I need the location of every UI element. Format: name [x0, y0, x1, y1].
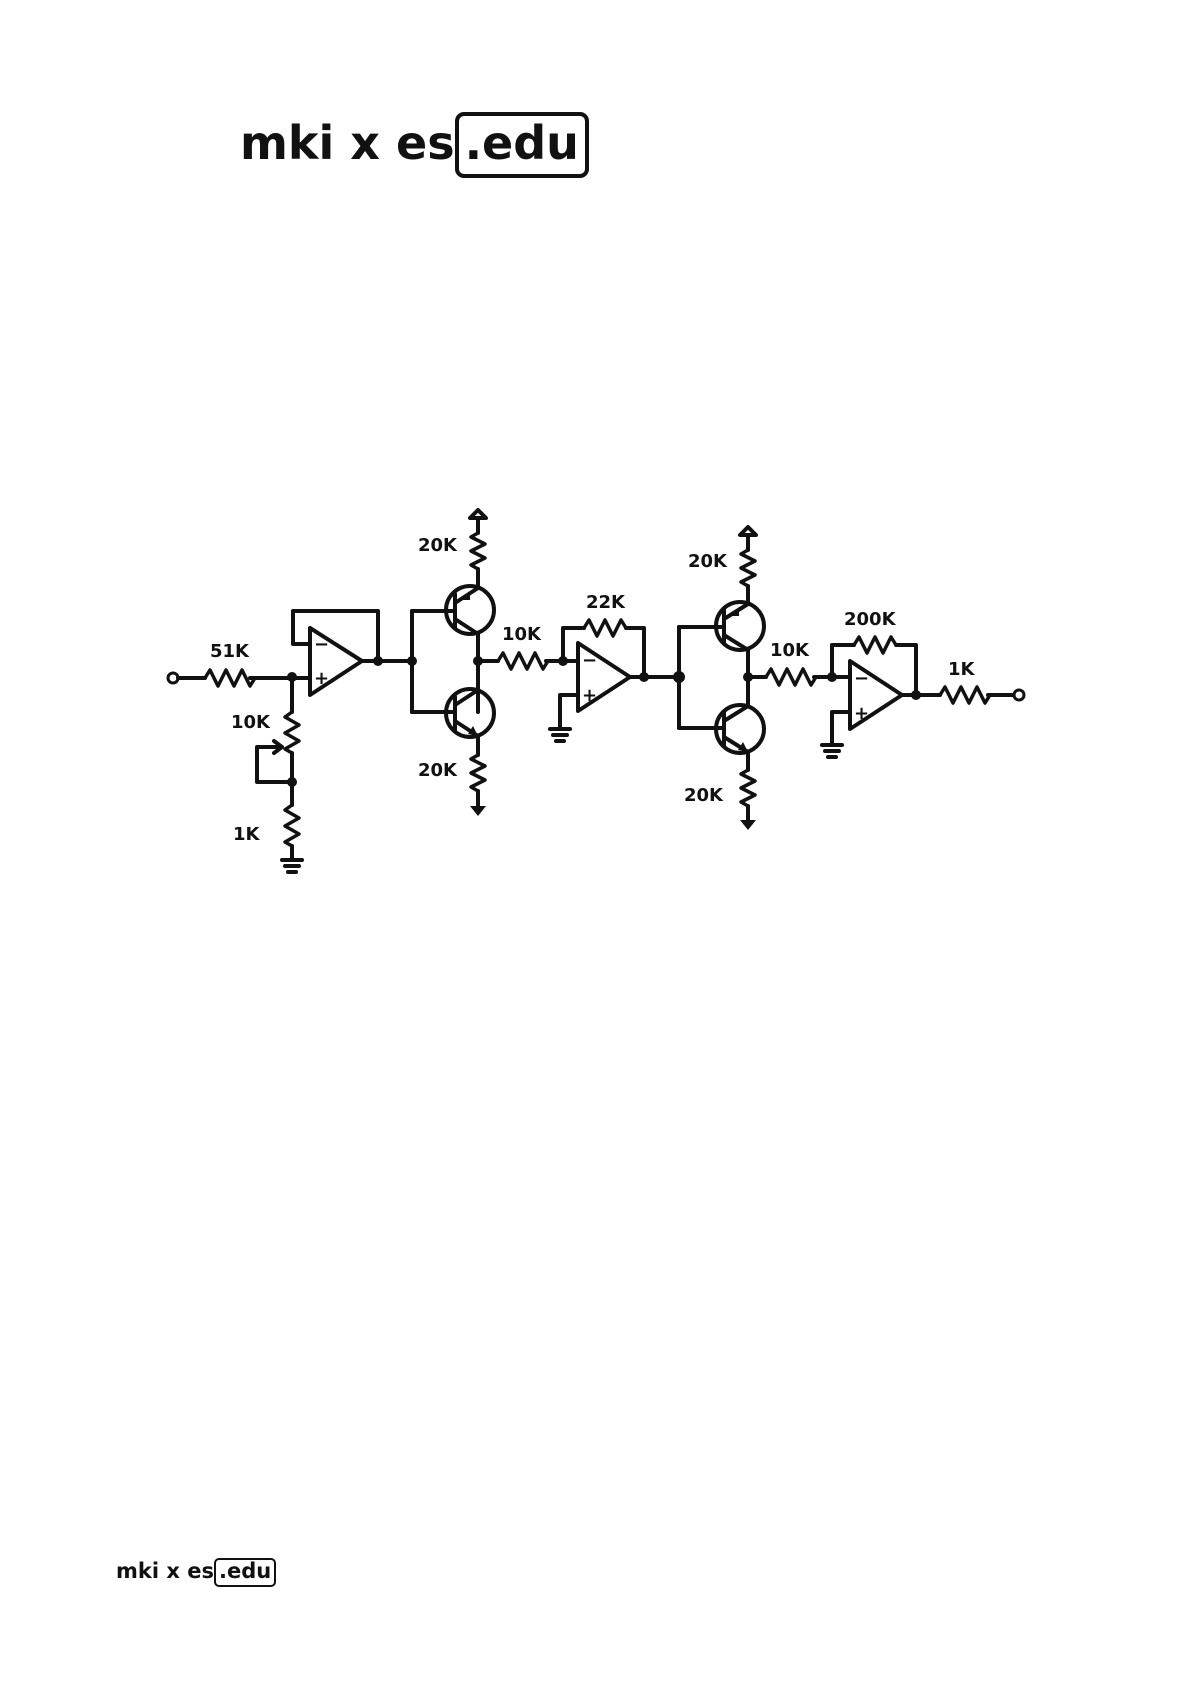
resistor-stage2-in	[498, 653, 548, 669]
label-r-input: 51K	[210, 641, 250, 662]
junction	[373, 656, 383, 666]
resistor-output	[940, 687, 990, 703]
resistor-stage3-in	[766, 669, 816, 685]
opamp-3-plus: +	[854, 703, 869, 724]
resistor-q1-top	[471, 533, 485, 569]
resistor-input	[205, 670, 255, 686]
footer-logo-boxed-text: .edu	[214, 1558, 276, 1587]
label-r-q1-bottom: 20K	[418, 760, 458, 781]
label-r-ground: 1K	[233, 824, 261, 845]
opamp-1-plus: +	[314, 668, 329, 689]
resistor-stage2-fb	[584, 620, 626, 636]
feedback-1	[293, 611, 378, 661]
label-r-q2-top: 20K	[688, 551, 728, 572]
footer-logo: mki x es.edu	[116, 1558, 276, 1587]
junction	[911, 690, 921, 700]
ground-symbol	[822, 745, 842, 757]
opamp-3-minus: −	[854, 668, 869, 689]
resistor-stage3-fb	[854, 637, 896, 653]
opamp-1-minus: −	[314, 634, 329, 655]
junction	[639, 672, 649, 682]
ground-symbol	[550, 729, 570, 741]
trimpot-resistor	[285, 712, 299, 753]
label-r-trim: 10K	[231, 712, 271, 733]
ground-symbol	[282, 860, 302, 872]
opamp-2-minus: −	[582, 650, 597, 671]
label-r-stage2-in: 10K	[502, 624, 542, 645]
output-terminal	[1014, 690, 1024, 700]
opamp-2-plus: +	[582, 685, 597, 706]
wire	[626, 628, 644, 677]
resistor-ground	[285, 805, 299, 846]
label-r-output: 1K	[948, 659, 976, 680]
resistor-q2-top	[741, 550, 755, 586]
footer-logo-text: mki x es	[116, 1559, 214, 1583]
label-r-stage2-fb: 22K	[586, 592, 626, 613]
supply-arrow-bottom-2	[740, 820, 756, 830]
resistor-q1-bottom	[471, 755, 485, 791]
label-r-stage3-in: 10K	[770, 640, 810, 661]
wire	[896, 645, 916, 695]
supply-arrow-bottom-1	[470, 806, 486, 816]
label-r-q1-top: 20K	[418, 535, 458, 556]
label-r-stage3-fb: 200K	[844, 609, 897, 630]
resistor-q2-bottom	[741, 770, 755, 806]
label-r-q2-bottom: 20K	[684, 785, 724, 806]
wire	[832, 712, 850, 745]
wire	[560, 695, 578, 729]
